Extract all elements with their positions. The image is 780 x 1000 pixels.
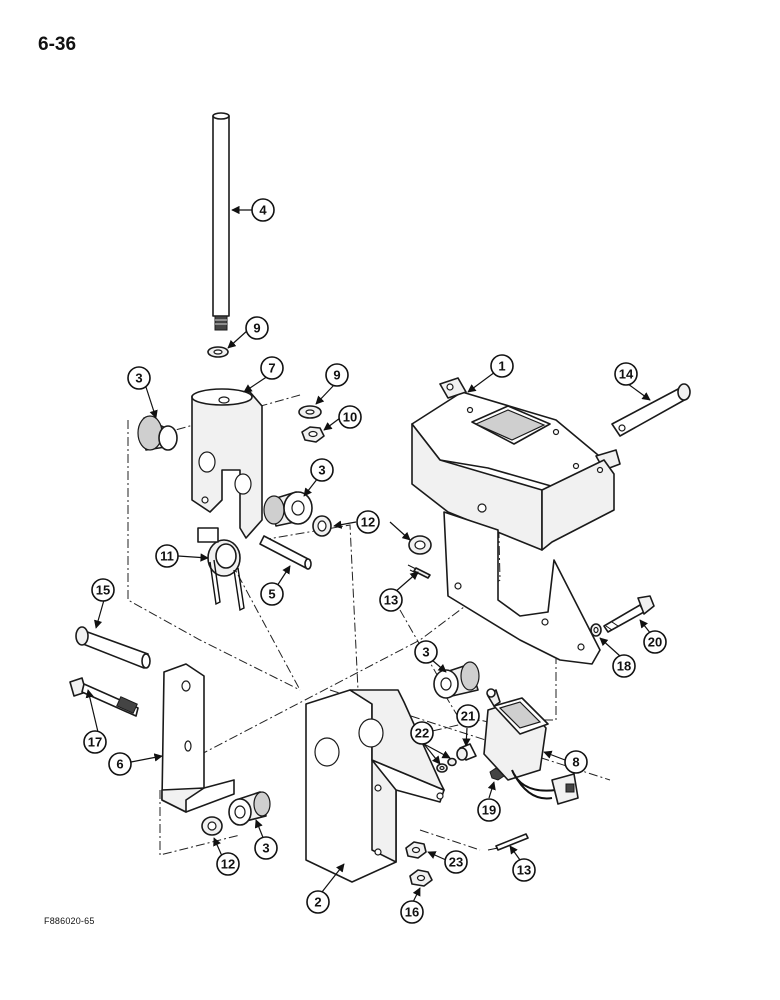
callouts: 1 2 3 3 3 3 4 5 6 7 8 9 9 10 11 12 12 13…: [83, 198, 667, 924]
callout-1: 1: [490, 354, 514, 378]
nut-23: [405, 841, 427, 859]
cotter-pin-lower: [487, 833, 529, 851]
callout-7: 7: [260, 356, 284, 380]
callout-21: 21: [456, 704, 480, 728]
callout-4: 4: [251, 198, 275, 222]
bushing-center: [433, 661, 480, 699]
callout-20: 20: [643, 630, 667, 654]
callout-22: 22: [410, 721, 434, 745]
svg-text:22: 22: [415, 726, 429, 741]
svg-text:2: 2: [314, 895, 321, 910]
svg-text:12: 12: [361, 515, 375, 530]
svg-text:23: 23: [449, 855, 463, 870]
washer-lower: [201, 816, 223, 836]
callout-23: 23: [444, 850, 468, 874]
callout-9-b: 9: [325, 363, 349, 387]
bushing-upper-right: [263, 491, 313, 527]
l-bracket: [161, 663, 235, 813]
svg-text:8: 8: [572, 755, 579, 770]
callout-5: 5: [260, 582, 284, 606]
washer-mid: [312, 515, 332, 537]
cotter-pin-upper: [407, 564, 431, 579]
callout-11: 11: [155, 544, 179, 568]
callout-13-a: 13: [379, 588, 403, 612]
washer-18: [590, 623, 602, 637]
svg-text:3: 3: [318, 463, 325, 478]
svg-text:21: 21: [461, 709, 475, 724]
nut-16: [409, 869, 433, 887]
svg-text:12: 12: [221, 857, 235, 872]
svg-text:3: 3: [135, 371, 142, 386]
yoke: [191, 388, 263, 539]
svg-text:19: 19: [482, 803, 496, 818]
washer-22: [436, 757, 457, 773]
callout-10: 10: [338, 405, 362, 429]
bolt-left: [69, 677, 139, 717]
torsion-spring: [197, 527, 245, 612]
callout-12-b: 12: [216, 852, 240, 876]
svg-text:13: 13: [384, 593, 398, 608]
spacer-21: [456, 743, 477, 761]
switch: [483, 688, 579, 805]
pin-upper-right: [611, 383, 691, 437]
svg-text:3: 3: [422, 645, 429, 660]
rod: [212, 112, 230, 331]
callout-3-d: 3: [254, 836, 278, 860]
bushing-lower: [228, 791, 271, 826]
support-bracket: [305, 689, 445, 883]
page-number: 6-36: [38, 34, 77, 55]
svg-text:3: 3: [262, 841, 269, 856]
svg-text:4: 4: [259, 203, 267, 218]
svg-text:17: 17: [88, 735, 102, 750]
callout-3-c: 3: [414, 640, 438, 664]
callout-9-a: 9: [245, 316, 269, 340]
callout-8: 8: [564, 750, 588, 774]
callout-2: 2: [306, 890, 330, 914]
callout-17: 17: [83, 730, 107, 754]
callout-14: 14: [614, 362, 638, 386]
svg-text:9: 9: [253, 321, 260, 336]
svg-text:6: 6: [116, 757, 123, 772]
svg-text:7: 7: [268, 361, 275, 376]
main-bracket: [411, 377, 621, 665]
pin-long: [75, 626, 151, 669]
svg-text:20: 20: [648, 635, 662, 650]
svg-text:1: 1: [498, 359, 505, 374]
bushing-upper-left: [137, 415, 178, 451]
callout-12-a: 12: [356, 510, 380, 534]
callout-13-b: 13: [512, 858, 536, 882]
svg-text:11: 11: [160, 549, 174, 564]
leader-lines: [85, 205, 652, 903]
svg-text:18: 18: [617, 659, 631, 674]
bolt-right: [603, 595, 655, 633]
washer-upper: [207, 346, 229, 358]
svg-text:10: 10: [343, 410, 357, 425]
svg-text:13: 13: [517, 863, 531, 878]
callout-15: 15: [91, 578, 115, 602]
washer-right: [298, 405, 322, 419]
callout-6: 6: [108, 752, 132, 776]
figure-code: F886020-65: [44, 916, 95, 926]
pin: [259, 535, 312, 570]
svg-text:15: 15: [96, 583, 110, 598]
svg-text:5: 5: [268, 587, 275, 602]
callout-18: 18: [612, 654, 636, 678]
callout-19: 19: [477, 798, 501, 822]
callout-3-b: 3: [310, 458, 334, 482]
svg-text:9: 9: [333, 368, 340, 383]
washer-bracket: [408, 535, 432, 555]
svg-text:16: 16: [405, 905, 419, 920]
callout-3-a: 3: [127, 366, 151, 390]
callout-16: 16: [400, 900, 424, 924]
nut-upper: [301, 426, 325, 443]
svg-text:14: 14: [619, 367, 634, 382]
